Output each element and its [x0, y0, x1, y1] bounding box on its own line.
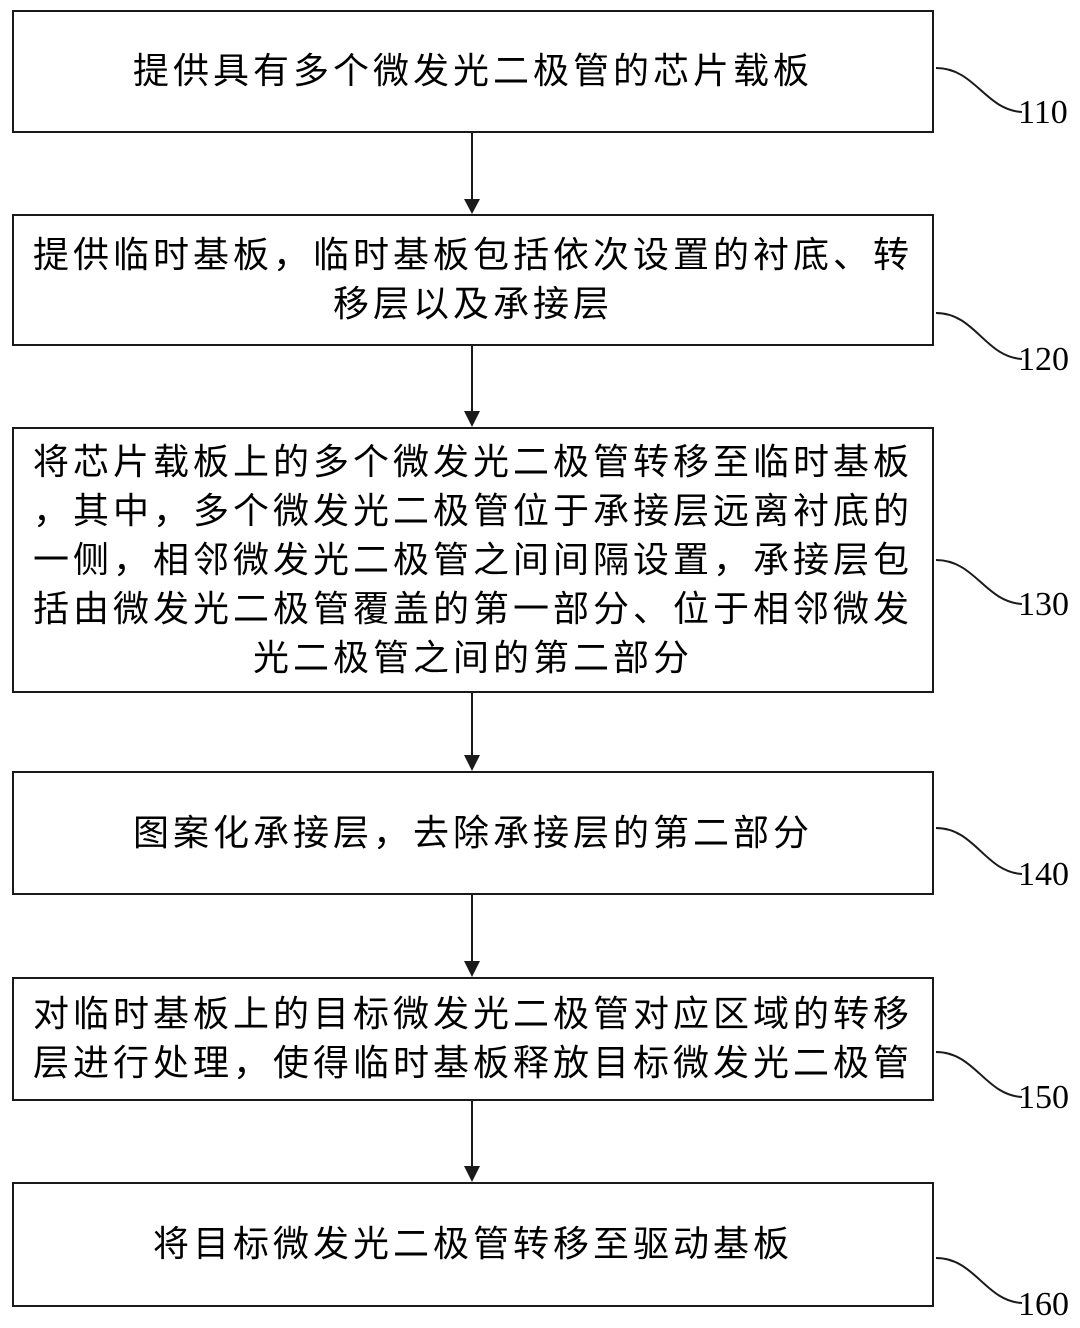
step-box-120: 提供临时基板，临时基板包括依次设置的衬底、转 移层以及承接层 — [12, 214, 934, 346]
arrow-120-to-130 — [464, 346, 480, 427]
leader-curve-120 — [935, 312, 1023, 360]
leader-curve-110 — [935, 67, 1023, 113]
step-box-150: 对临时基板上的目标微发光二极管对应区域的转移 层进行处理，使得临时基板释放目标微… — [12, 977, 934, 1101]
leader-curve-160 — [935, 1257, 1023, 1304]
ref-label-160: 160 — [1018, 1286, 1069, 1323]
leader-curve-140 — [935, 827, 1023, 875]
step-box-160: 将目标微发光二极管转移至驱动基板 — [12, 1182, 934, 1307]
step-text-120: 提供临时基板，临时基板包括依次设置的衬底、转 移层以及承接层 — [32, 235, 913, 325]
ref-label-120: 120 — [1018, 341, 1069, 378]
step-box-130: 将芯片载板上的多个微发光二极管转移至临时基板 ，其中，多个微发光二极管位于承接层… — [12, 427, 934, 693]
leader-curve-150 — [935, 1051, 1023, 1098]
arrow-140-to-150 — [464, 895, 480, 977]
ref-label-140: 140 — [1018, 856, 1069, 893]
arrow-130-to-140 — [464, 693, 480, 771]
ref-label-130: 130 — [1018, 586, 1069, 623]
step-box-110: 提供具有多个微发光二极管的芯片载板 — [12, 10, 934, 133]
ref-label-150: 150 — [1018, 1079, 1069, 1116]
ref-label-110: 110 — [1018, 94, 1068, 131]
step-text-130: 将芯片载板上的多个微发光二极管转移至临时基板 ，其中，多个微发光二极管位于承接层… — [32, 441, 913, 679]
step-text-110: 提供具有多个微发光二极管的芯片载板 — [132, 51, 813, 92]
step-text-150: 对临时基板上的目标微发光二极管对应区域的转移 层进行处理，使得临时基板释放目标微… — [32, 994, 913, 1084]
arrow-110-to-120 — [464, 133, 480, 214]
step-text-140: 图案化承接层，去除承接层的第二部分 — [132, 812, 813, 854]
arrow-150-to-160 — [464, 1101, 480, 1182]
step-text-160: 将目标微发光二极管转移至驱动基板 — [152, 1224, 793, 1265]
leader-curve-130 — [935, 559, 1023, 605]
step-box-140: 图案化承接层，去除承接层的第二部分 — [12, 771, 934, 895]
